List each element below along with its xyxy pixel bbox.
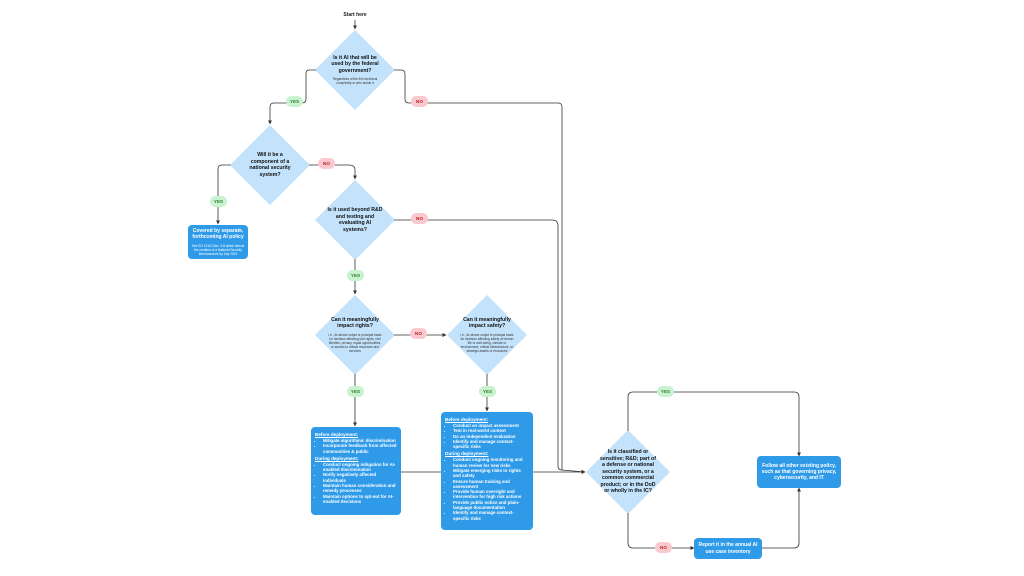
list-item: Conduct ongoing monitoring and human rev… — [453, 457, 529, 468]
q5-yes-pill: YES — [479, 386, 496, 397]
list-item: Identify and manage context-specific ris… — [453, 510, 529, 521]
list-item: Notify negatively affected individuals — [323, 472, 397, 483]
q6-no-pill: NO — [655, 542, 672, 553]
diamond-q2 — [230, 125, 310, 205]
nss-box-title: Covered by separate, forthcoming AI poli… — [192, 228, 244, 241]
diamond-q5 — [447, 295, 527, 375]
inventory-box: Report it in the annual AI use case inve… — [694, 538, 762, 559]
list-item: Mitigate emerging risks to rights and sa… — [453, 468, 529, 479]
q1-yes-pill: YES — [286, 96, 303, 107]
connector-q2-yes — [216, 164, 231, 225]
rights-during-title: During deployment: — [315, 455, 359, 461]
q4-question: Can it meaningfully impact rights? — [331, 316, 379, 330]
connector-q3-no — [394, 219, 563, 471]
list-item: Incorporate feedback from affected commu… — [323, 443, 397, 454]
q5-note: i.e., AI whose output is principal basis… — [460, 332, 514, 354]
connector-inventory-policy — [762, 487, 801, 549]
q1-text: Is it AI that will be used by the federa… — [327, 52, 383, 88]
rights-before-title: Before deployment: — [315, 432, 359, 437]
rights-during-list: Conduct ongoing mitigation for AI-enable… — [315, 462, 397, 504]
q3-no-pill: NO — [411, 213, 428, 224]
policy-box-text: Follow all other existing policy, such a… — [761, 462, 837, 482]
list-item: Maintain human consideration and remedy … — [323, 483, 397, 494]
q4-no-pill: NO — [410, 328, 427, 339]
q3-yes-pill: YES — [347, 270, 364, 281]
q4-text: Can it meaningfully impact rights? i.e.,… — [328, 315, 382, 355]
q3-text: Is it used beyond R&D and testing and ev… — [327, 205, 383, 235]
diamond-q3 — [315, 180, 395, 260]
q4-yes-pill: YES — [347, 386, 364, 397]
rights-requirements-box: Before deployment: Mitigate algorithmic … — [311, 427, 401, 515]
q4-note: i.e., AI whose output is principal basis… — [328, 332, 382, 354]
connector-q1-no — [394, 69, 586, 474]
q2-yes-pill: YES — [210, 196, 227, 207]
q2-no-pill: NO — [318, 158, 335, 169]
connector-q1-yes — [268, 69, 316, 125]
list-item: Conduct ongoing mitigation for AI-enable… — [323, 462, 397, 473]
nss-box-note: See EO 14110 Sec. 4.8 which directs the … — [191, 243, 245, 256]
q2-text: Will it be a component of a national sec… — [245, 150, 295, 180]
connector-q6-yes — [627, 391, 801, 457]
list-item: Provide human oversight and intervention… — [453, 489, 529, 500]
safety-during-list: Conduct ongoing monitoring and human rev… — [445, 457, 529, 520]
rights-before-list: Mitigate algorithmic discrimination Inco… — [315, 438, 397, 454]
q1-question: Is it AI that will be used by the federa… — [331, 54, 379, 74]
existing-policy-box: Follow all other existing policy, such a… — [757, 456, 841, 488]
list-item: Mitigate algorithmic discrimination — [323, 438, 397, 443]
start-label: Start here — [343, 12, 367, 18]
list-item: Identify and manage context-specific ris… — [453, 439, 529, 450]
connector-q2-no — [309, 164, 357, 180]
inventory-box-text: Report it in the annual AI use case inve… — [698, 542, 758, 555]
list-item: Ensure human training and assessment — [453, 479, 529, 490]
safety-before-title: Before deployment: — [445, 417, 489, 422]
q1-note: Regardless of the AI's technical complex… — [332, 77, 378, 86]
q1-no-pill: NO — [411, 96, 428, 107]
safety-requirements-box: Before deployment: Conduct an impact ass… — [441, 412, 533, 530]
safety-before-list: Conduct an impact assessment Test in rea… — [445, 423, 529, 449]
list-item: Test in real-world context — [453, 428, 529, 433]
list-item: Provide public notice and plain-language… — [453, 500, 529, 511]
safety-during-title: During deployment: — [445, 451, 489, 457]
nss-policy-box: Covered by separate, forthcoming AI poli… — [188, 225, 248, 259]
connector-q6-no — [627, 513, 695, 550]
q6-yes-pill: YES — [657, 386, 674, 397]
q2-question: Will it be a component of a national sec… — [249, 152, 291, 178]
list-item: Do an independent evaluation — [453, 434, 529, 439]
q3-question: Is it used beyond R&D and testing and ev… — [327, 207, 383, 233]
q5-question: Can it meaningfully impact safety? — [463, 316, 511, 330]
diamond-q4 — [315, 295, 395, 375]
list-item: Maintain options to opt-out for AI-enabl… — [323, 494, 397, 505]
q5-text: Can it meaningfully impact safety? i.e.,… — [460, 315, 514, 355]
q6-text: Is it classified or sensitive; R&D; part… — [598, 448, 658, 496]
list-item: Conduct an impact assessment — [453, 423, 529, 428]
diamond-q1 — [315, 30, 395, 110]
q6-question: Is it classified or sensitive; R&D; part… — [600, 449, 656, 495]
diamond-q6 — [586, 430, 670, 514]
